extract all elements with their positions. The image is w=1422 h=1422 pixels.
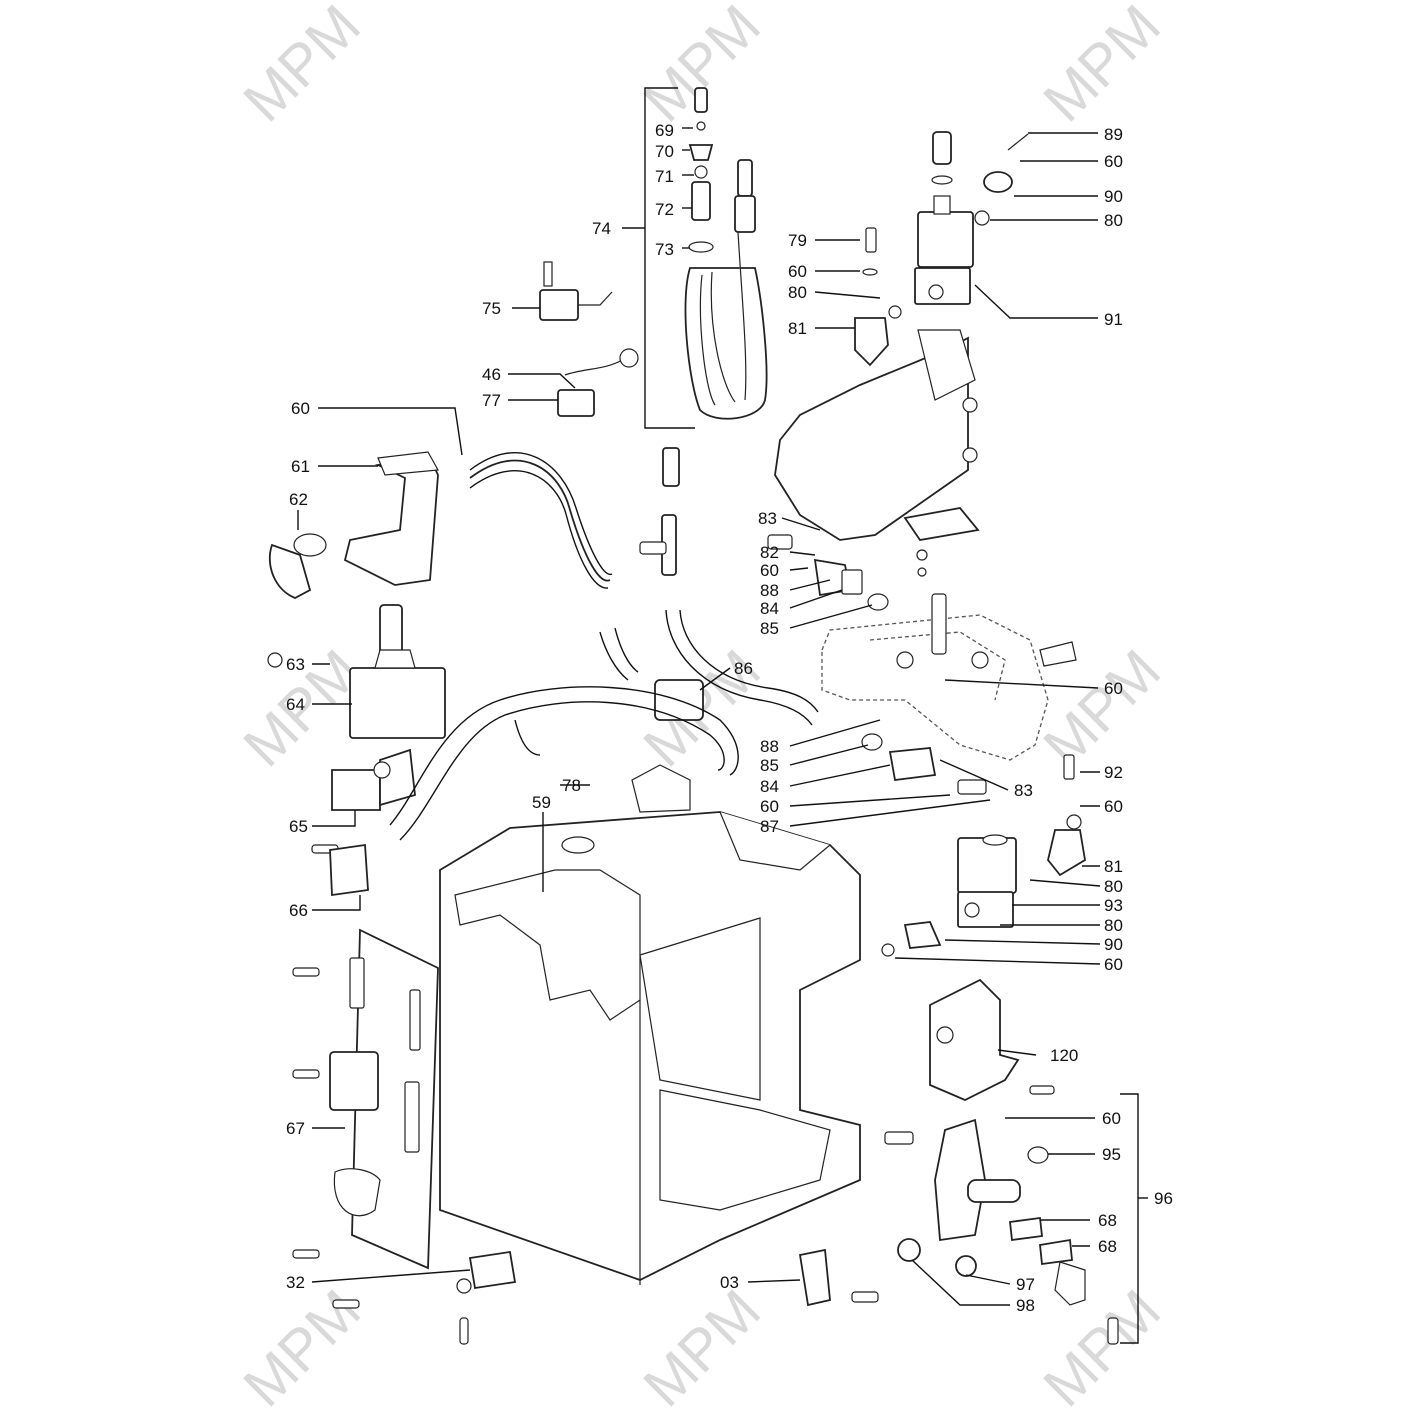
callout-65: 65 [289,817,308,836]
callout-74: 74 [592,219,611,238]
callout-66: 66 [289,901,308,920]
callout-60: 60 [291,399,310,418]
main-hose-loop [389,686,739,841]
callout-85: 85 [760,756,779,775]
callout-60: 60 [1102,1109,1121,1128]
callout-60: 60 [788,262,807,281]
thermoblock-body [821,593,1077,761]
callout-60: 60 [1104,955,1123,974]
callout-60: 60 [760,797,779,816]
callout-91: 91 [1104,310,1123,329]
valve-assembly-96 [884,1118,1119,1345]
callout-98: 98 [1016,1296,1035,1315]
callout-78: 78 [562,776,581,795]
callout-81: 81 [788,319,807,338]
watermark-text: MPM [631,0,773,134]
callout-68: 68 [1098,1237,1117,1256]
callout-87: 87 [760,817,779,836]
callout-67: 67 [286,1119,305,1138]
callout-75: 75 [482,299,501,318]
callout-68: 68 [1098,1211,1117,1230]
watermark-text: MPM [1031,0,1173,134]
callout-77: 77 [482,391,501,410]
steam-wand-assembly [684,87,768,420]
callout-86: 86 [734,659,753,678]
fitting-cluster-upper [767,534,987,795]
callout-61: 61 [291,457,310,476]
callout-83: 83 [758,509,777,528]
callout-84: 84 [760,599,779,618]
callout-03: 03 [720,1273,739,1292]
callout-80: 80 [1104,211,1123,230]
watermark-text: MPM [231,1278,373,1420]
clip-03 [798,1248,879,1307]
callout-60: 60 [1104,152,1123,171]
callout-32: 32 [286,1273,305,1292]
callout-90: 90 [1104,935,1123,954]
callout-120: 120 [1050,1046,1078,1065]
callout-82: 82 [760,543,779,562]
watermark-text: MPM [631,1278,773,1420]
switch-group-left [539,261,639,417]
pump-assembly [267,451,446,811]
leader-lines [297,87,1148,1344]
callout-64: 64 [286,695,305,714]
callout-72: 72 [655,200,674,219]
callout-83: 83 [1014,781,1033,800]
mounting-bracket [774,329,980,577]
callout-59: 59 [532,793,551,812]
callout-60: 60 [1104,797,1123,816]
callout-80: 80 [788,283,807,302]
callout-69: 69 [655,121,674,140]
callout-90: 90 [1104,187,1123,206]
circuit-board [311,843,439,1270]
main-housing [439,764,861,1285]
solenoid-valve-lower [881,754,1086,957]
callout-95: 95 [1102,1145,1121,1164]
callout-62: 62 [289,490,308,509]
elbow-fitting-upper [854,227,902,367]
water-hoses [469,447,819,726]
callout-73: 73 [655,240,674,259]
callout-84: 84 [760,777,779,796]
callout-70: 70 [655,142,674,161]
callout-81: 81 [1104,857,1123,876]
callout-89: 89 [1104,125,1123,144]
callout-92: 92 [1104,763,1123,782]
callout-63: 63 [286,655,305,674]
callout-60: 60 [760,561,779,580]
screw-set-left [292,967,472,1345]
parts-layer [267,87,1119,1345]
callout-88: 88 [760,581,779,600]
callout-88: 88 [760,737,779,756]
callout-85: 85 [760,619,779,638]
callout-80: 80 [1104,916,1123,935]
callout-71: 71 [655,167,674,186]
callout-79: 79 [788,231,807,250]
callout-46: 46 [482,365,501,384]
callout-labels: 69 70 71 72 73 74 75 46 77 89 60 90 80 7… [286,121,1173,1315]
solenoid-valve-upper [914,131,1029,305]
callout-60: 60 [1104,679,1123,698]
callout-93: 93 [1104,896,1123,915]
microswitch-32 [468,1250,517,1290]
callout-97: 97 [1016,1275,1035,1294]
watermark-text: MPM [1031,1278,1173,1420]
callout-96: 96 [1154,1189,1173,1208]
bracket-120 [929,978,1055,1101]
watermark-text: MPM [231,0,373,134]
callout-80: 80 [1104,877,1123,896]
